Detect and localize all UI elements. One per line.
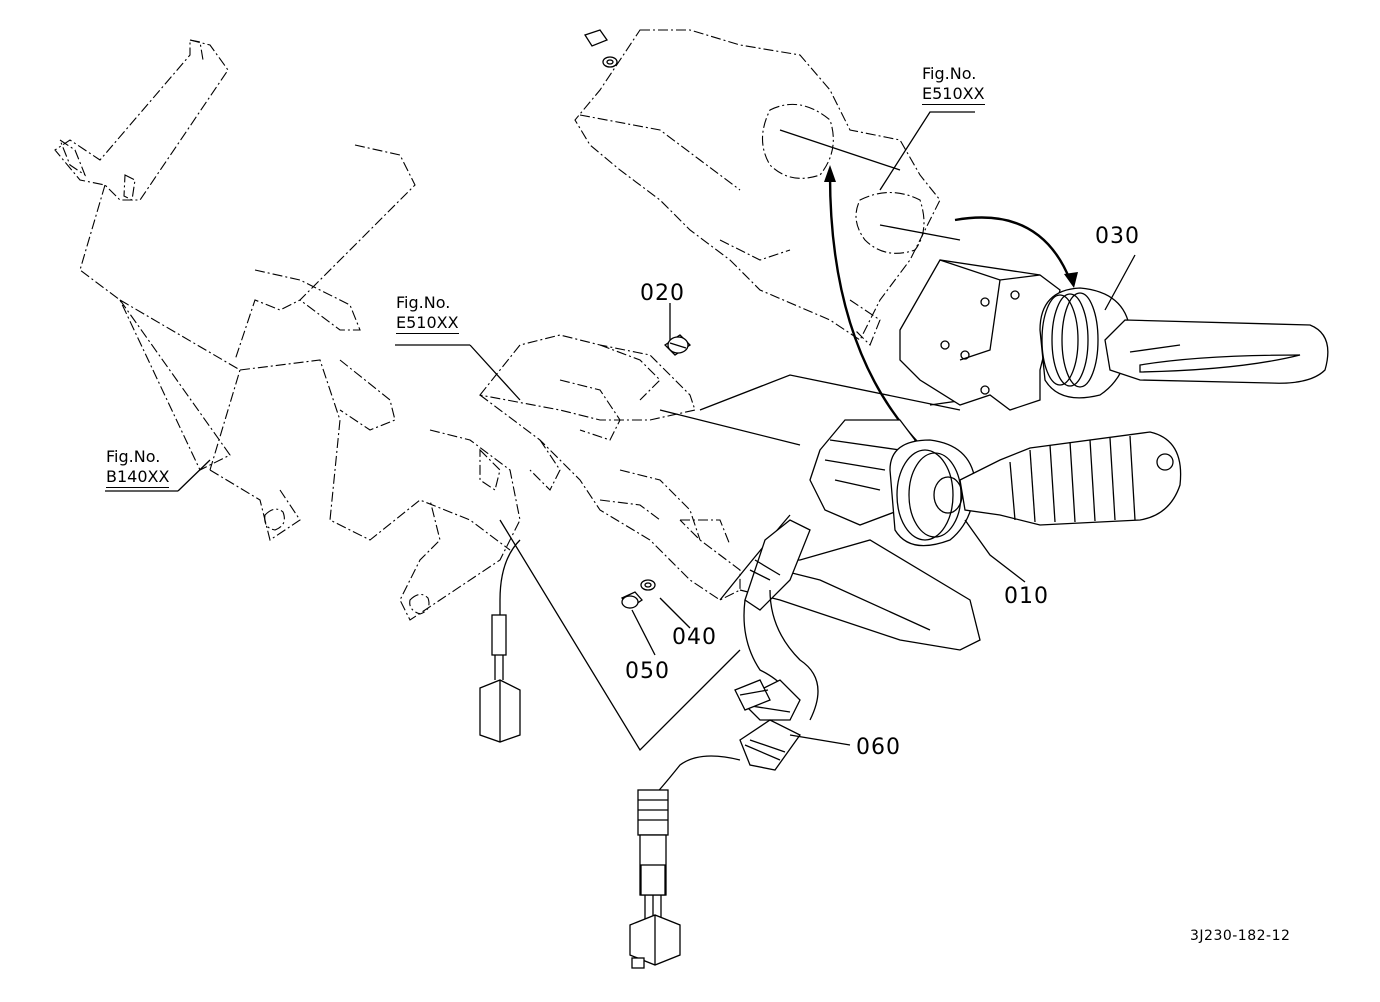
figure-ref-label-left: Fig.No. B140XX	[106, 447, 170, 488]
figure-ref-prefix: Fig.No.	[396, 293, 451, 312]
part-010-switch	[809, 419, 1182, 547]
figure-ref-prefix: Fig.No.	[106, 447, 161, 466]
figure-ref-code: E510XX	[922, 84, 985, 105]
cover-screw	[584, 29, 618, 68]
part-040-washer	[640, 579, 656, 591]
connector-left	[479, 614, 521, 743]
column-cover	[574, 29, 961, 346]
center-bracket	[478, 334, 741, 601]
part-020-screw	[663, 334, 692, 356]
diagram-code: 3J230-182-12	[1190, 928, 1291, 944]
figure-ref-label-top: Fig.No. E510XX	[922, 66, 985, 105]
part-050-screw	[620, 591, 643, 609]
part-number-040: 040	[672, 625, 717, 650]
figure-ref-prefix: Fig.No.	[922, 64, 977, 83]
frame-bracket	[54, 39, 521, 621]
part-030-switch	[899, 259, 1329, 411]
part-number-060: 060	[856, 735, 901, 760]
part-number-030: 030	[1095, 224, 1140, 249]
figure-ref-code: B140XX	[106, 467, 170, 488]
part-number-leaders	[105, 111, 1136, 746]
part-number-010: 010	[1004, 584, 1049, 609]
figure-ref-code: E510XX	[396, 313, 459, 334]
connector-bottom	[629, 789, 681, 969]
part-number-050: 050	[625, 659, 670, 684]
part-060-clamp	[734, 679, 771, 711]
figure-ref-label-center: Fig.No. E510XX	[396, 295, 459, 334]
part-number-020: 020	[640, 281, 685, 306]
